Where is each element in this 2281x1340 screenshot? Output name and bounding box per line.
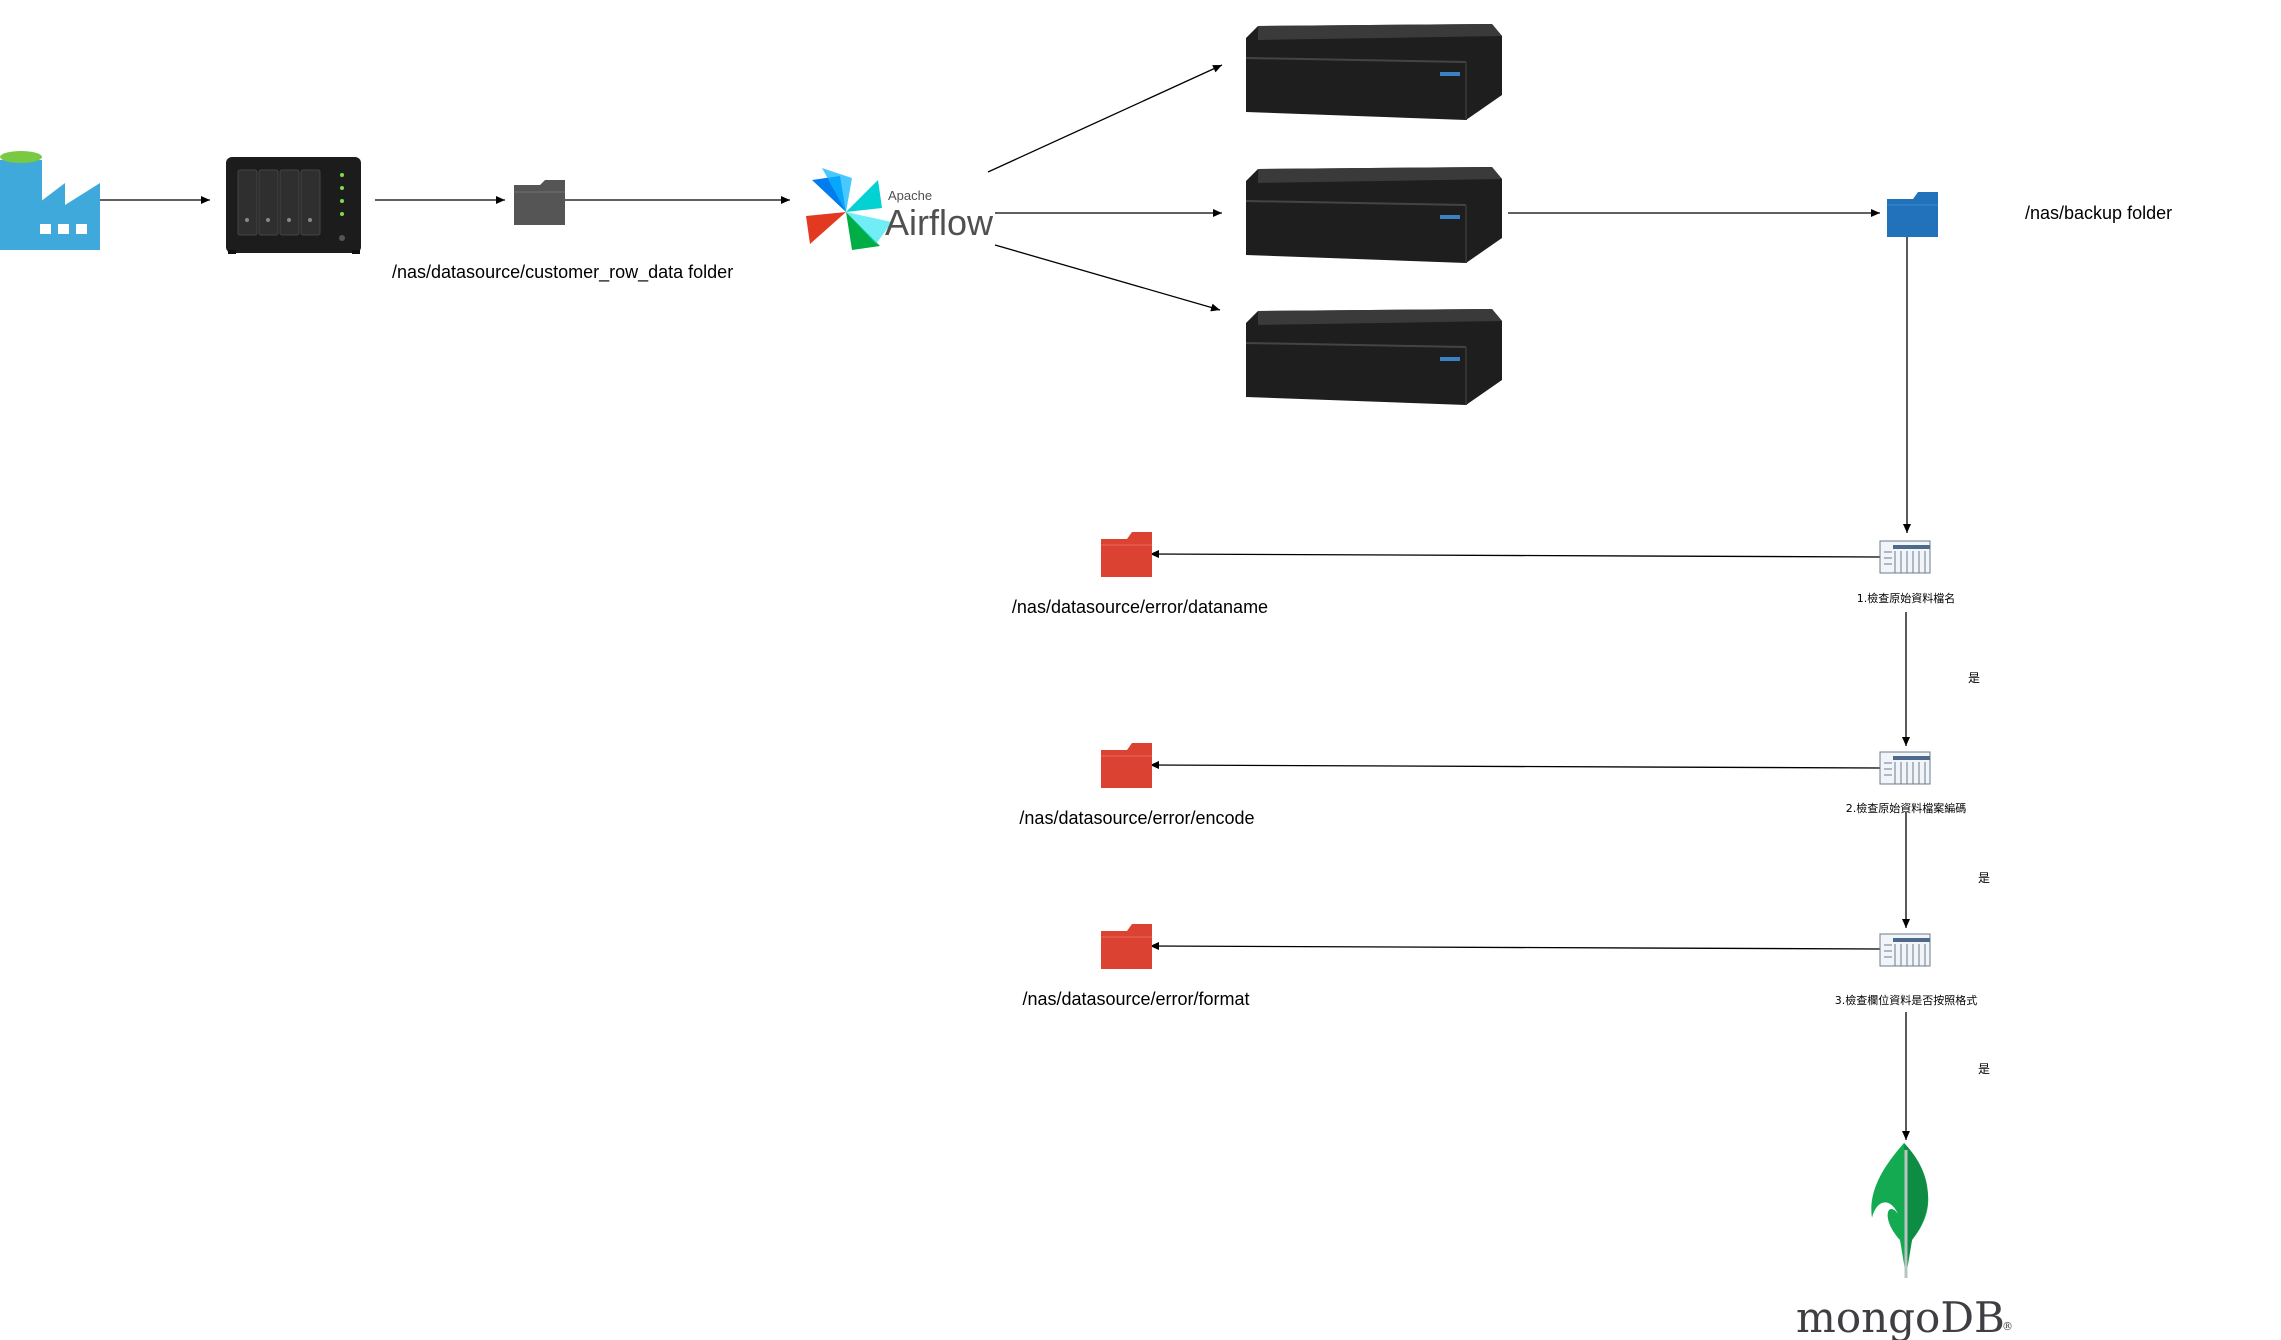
mongodb-registered-mark: ®: [2002, 1320, 2013, 1333]
edge-check-2-to-error-encode: [1149, 761, 1881, 770]
airflow-label-small: Apache: [888, 188, 932, 203]
error-format-folder-body: [1101, 924, 1152, 969]
error-encode-label: /nas/datasource/error/encode: [1019, 808, 1254, 828]
check-2-columns: [1894, 762, 1926, 784]
edge-label-check1-to-check2: 是: [1968, 671, 1980, 685]
nas-drive-bay: [279, 169, 300, 236]
error-format-folder-icon: [1101, 924, 1152, 969]
nas-drive-bay: [237, 169, 258, 236]
nas-foot: [228, 250, 236, 254]
server-1-top: [1258, 24, 1502, 40]
edge-check-1-to-error-dataname: [1149, 550, 1881, 559]
source-folder-body: [514, 180, 565, 225]
nas-bay-latch: [266, 218, 270, 222]
report-icon: [1879, 933, 1931, 967]
check-3-rows: [1884, 944, 1892, 958]
backup-folder-icon: [1887, 192, 1938, 237]
factory-chimney: [0, 160, 42, 250]
nas-status-led: [340, 173, 344, 177]
check-3-columns: [1894, 944, 1926, 966]
nas-server-icon: [226, 157, 361, 254]
airflow-blade-accent: [846, 212, 892, 244]
nas-bay-latch: [287, 218, 291, 222]
edge-airflow-to-server-3: [994, 244, 1221, 312]
airflow-pinwheel-icon: [806, 168, 892, 250]
airflow-blade: [846, 180, 882, 212]
nas-status-led: [340, 212, 344, 216]
server-2-chassis: [1246, 167, 1502, 263]
nas-power-button: [339, 235, 345, 241]
report-icon: [1879, 540, 1931, 574]
nas-bay-latch: [245, 218, 249, 222]
report-icon: [1879, 751, 1931, 785]
nas-drive-bay: [258, 169, 279, 236]
check-1-columns: [1894, 551, 1926, 573]
server-2-logo: [1440, 215, 1460, 219]
airflow-blade-accent: [822, 168, 852, 212]
edge-label-check2-to-check3: 是: [1978, 871, 1990, 885]
error-dataname-label: /nas/datasource/error/dataname: [1012, 597, 1268, 617]
connectors: [100, 64, 1911, 1140]
error-encode-folder-body: [1101, 743, 1152, 788]
server-2-top: [1258, 167, 1502, 183]
mongodb-leaf-icon: [1871, 1143, 1929, 1278]
check-3-header: [1893, 938, 1930, 942]
source-folder-label: /nas/datasource/customer_row_data folder: [392, 262, 733, 283]
nas-bay-latch: [308, 218, 312, 222]
error-dataname-folder-icon: [1101, 532, 1152, 577]
source-folder-icon: [514, 180, 565, 225]
edge-check-3-to-error-format: [1149, 942, 1881, 951]
check-2-header: [1893, 756, 1930, 760]
factory-building: [36, 183, 100, 250]
error-dataname-folder-body: [1101, 532, 1152, 577]
error-format-label: /nas/datasource/error/format: [1022, 989, 1249, 1009]
server-3-top: [1258, 309, 1502, 325]
server-3-chassis: [1246, 309, 1502, 405]
server-1-chassis: [1246, 24, 1502, 120]
check-2-label: 2.檢查原始資料檔案編碼: [1846, 801, 1967, 815]
server-2-edge: [1245, 200, 1467, 206]
airflow-blade: [806, 212, 846, 244]
airflow-blade: [846, 212, 880, 250]
nas-status-led: [340, 199, 344, 203]
edge-airflow-to-server-1: [987, 64, 1223, 173]
factory-window: [40, 224, 51, 234]
mongodb-wordmark: mongoDB: [1796, 1293, 2005, 1340]
rack-server-icon: [1245, 167, 1502, 263]
check-2-rows: [1884, 762, 1892, 776]
nas-status-led: [340, 186, 344, 190]
airflow-label-big: Airflow: [885, 202, 994, 243]
nas-drive-bay: [300, 169, 321, 236]
check-1-header: [1893, 545, 1930, 549]
check-1-rows: [1884, 551, 1892, 565]
server-3-edge: [1245, 342, 1467, 348]
server-1-edge: [1245, 57, 1467, 63]
backup-folder-body: [1887, 192, 1938, 237]
factory-icon: [0, 151, 100, 250]
edge-label-check3-to-mongodb: 是: [1978, 1062, 1990, 1076]
backup-folder-label: /nas/backup folder: [2025, 203, 2172, 223]
rack-server-icon: [1245, 24, 1502, 120]
mongodb-leaf-shade: [1904, 1143, 1928, 1276]
server-3-logo: [1440, 357, 1460, 361]
factory-window: [76, 224, 87, 234]
factory-chimney-top: [0, 151, 42, 163]
rack-server-icon: [1245, 309, 1502, 405]
nas-foot: [352, 250, 360, 254]
server-1-logo: [1440, 72, 1460, 76]
check-3-label: 3.檢查欄位資料是否按照格式: [1835, 993, 1978, 1007]
factory-window: [58, 224, 69, 234]
check-1-label: 1.檢查原始資料檔名: [1857, 591, 1956, 605]
error-encode-folder-icon: [1101, 743, 1152, 788]
